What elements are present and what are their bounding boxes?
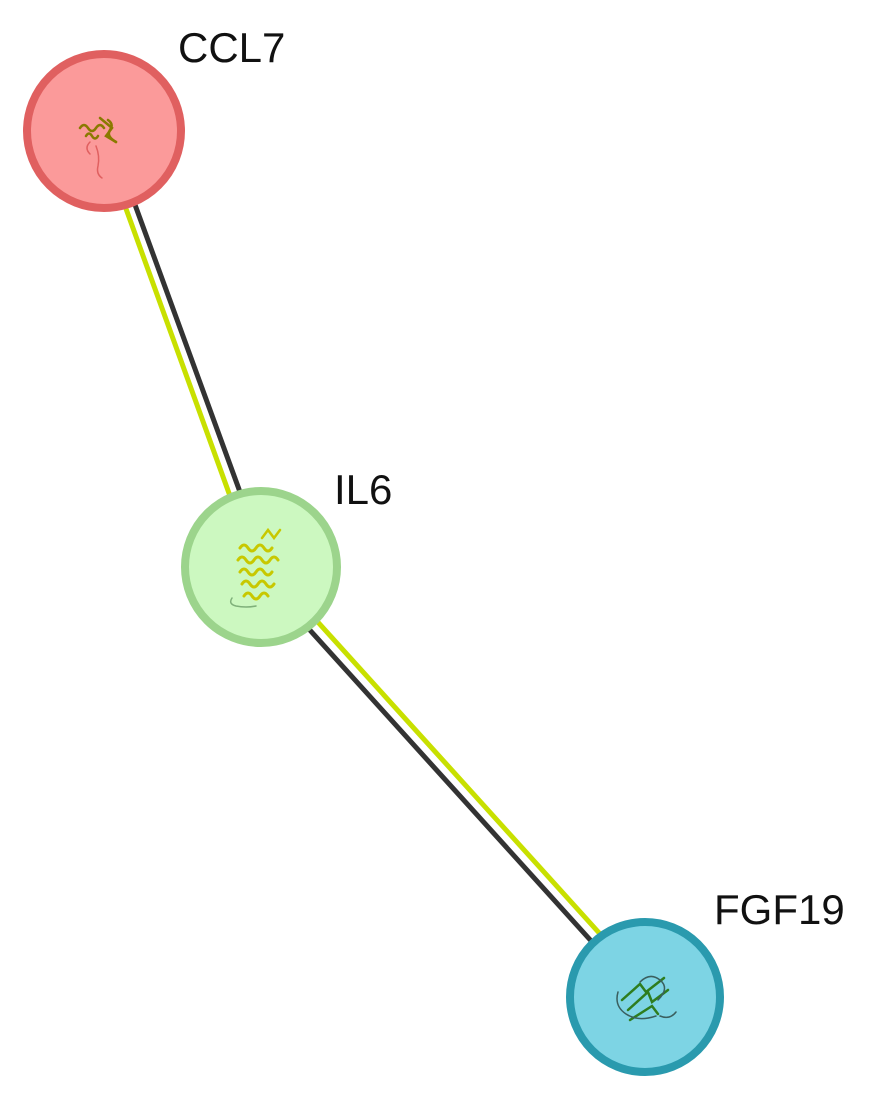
edge-ccl7-il6[interactable] bbox=[122, 201, 243, 497]
protein-structure-icon bbox=[229, 527, 282, 608]
edge-line-green bbox=[122, 205, 233, 497]
edge-line-green bbox=[314, 618, 603, 937]
protein-structure-icon bbox=[616, 975, 677, 1022]
edge-line-dark bbox=[131, 201, 243, 493]
node-circle bbox=[566, 918, 724, 1076]
node-ccl7[interactable]: CCL7 bbox=[23, 18, 300, 212]
node-label-fgf19: FGF19 bbox=[714, 886, 845, 933]
node-label-ccl7: CCL7 bbox=[178, 24, 285, 71]
node-label-il6: IL6 bbox=[334, 466, 392, 513]
protein-structure-icon bbox=[78, 116, 118, 179]
node-circle bbox=[23, 50, 185, 212]
node-il6[interactable]: IL6 bbox=[181, 460, 402, 647]
edge-line-dark bbox=[306, 626, 595, 945]
node-fgf19[interactable]: FGF19 bbox=[566, 880, 868, 1076]
node-circle bbox=[181, 487, 341, 647]
edge-il6-fgf19[interactable] bbox=[306, 618, 603, 945]
